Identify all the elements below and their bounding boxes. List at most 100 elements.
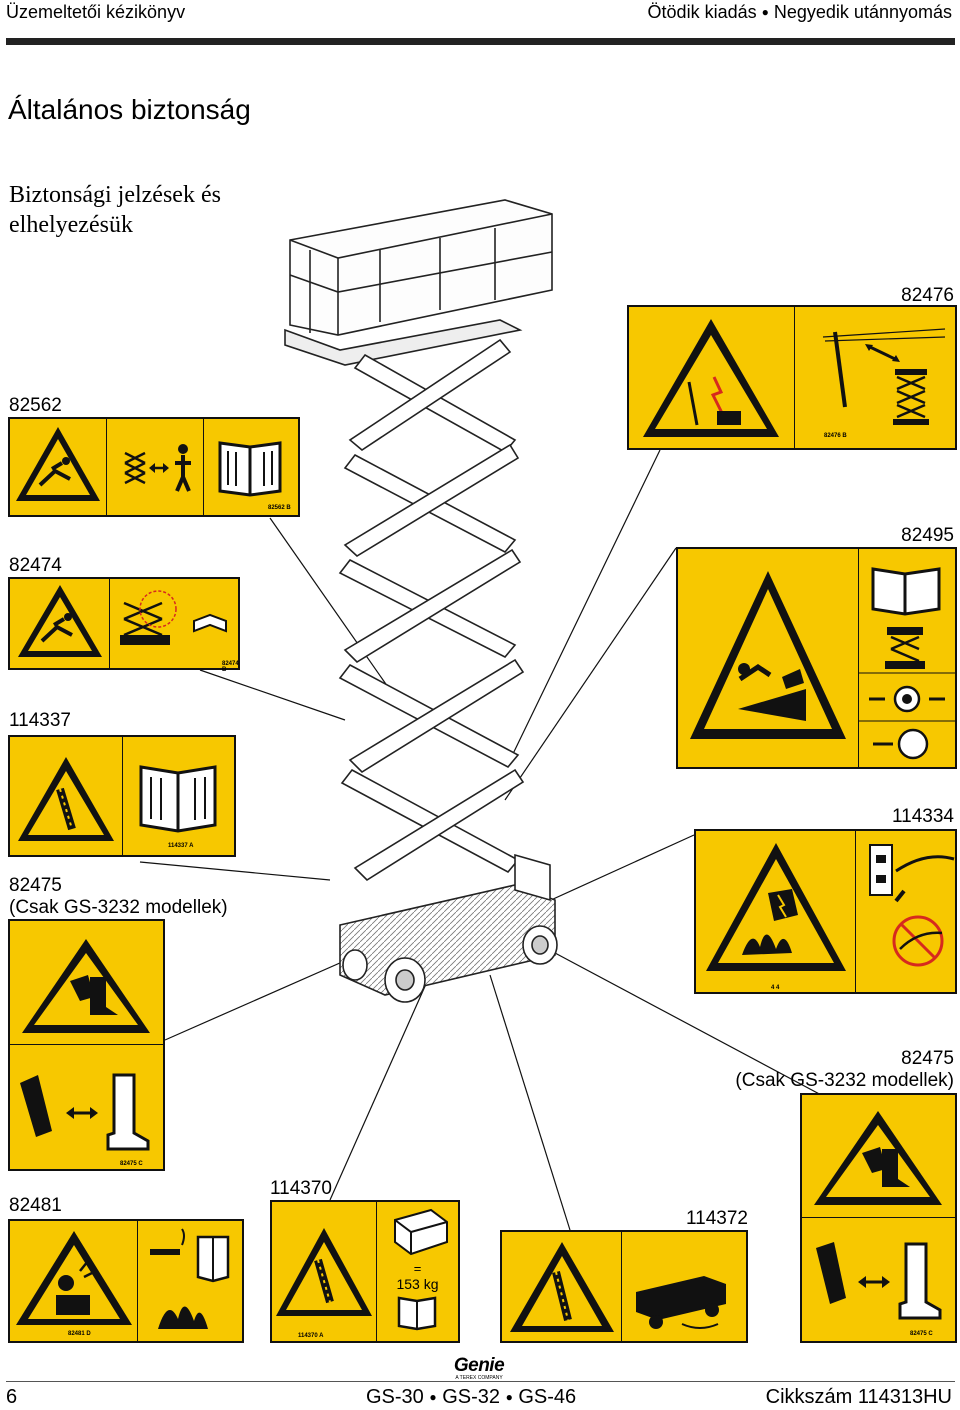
- scissor-stack: [338, 338, 525, 882]
- genie-logo-sub: A TEREX COMPANY: [455, 1375, 503, 1381]
- decal-code-114370: 114370 A: [298, 1333, 324, 1339]
- decal-114337: 114337 A: [8, 735, 236, 857]
- label-82476: 82476: [901, 285, 954, 306]
- trailer-icon: [636, 1276, 726, 1329]
- decal-82562-panel-1: [10, 419, 107, 515]
- label-114370: 114370: [270, 1178, 332, 1199]
- section-title: Általános biztonság: [8, 94, 251, 125]
- subsection-title-line2: elhelyezésük: [9, 212, 133, 238]
- model-gs32: GS-32: [442, 1386, 500, 1408]
- decal-82495-panel-2: [859, 549, 955, 767]
- footer-rule: [6, 1381, 955, 1382]
- decal-code-82562: 82562 B: [268, 505, 291, 511]
- decal-82475-right: 82475 C: [800, 1093, 957, 1343]
- decal-code-114334: 4 4: [771, 985, 780, 991]
- warning-triangle-icon: [510, 1242, 614, 1332]
- decal-114370: = 153 kg 114370 A: [270, 1200, 460, 1343]
- genie-logo-icon: Genie A TEREX COMPANY: [444, 1355, 514, 1381]
- decal-82562: 82562 B: [8, 417, 300, 517]
- decal-82475-left: 82475 C: [8, 919, 165, 1171]
- warning-triangle-icon: [643, 319, 779, 437]
- decal-114334: 4 4: [694, 829, 957, 994]
- electrocution-icon: [710, 376, 726, 418]
- power-line-icon: [822, 328, 946, 425]
- decal-114370-panel-1: [272, 1202, 377, 1341]
- label-82495: 82495: [901, 525, 954, 546]
- tip-over-icon: [690, 571, 846, 739]
- decal-82475-left-panel-2: [10, 1045, 163, 1169]
- boot-crush-icon: [20, 1073, 150, 1151]
- header-left: Üzemeltetői kézikönyv: [6, 2, 186, 22]
- manual-book-icon: [218, 441, 282, 497]
- label-82475-left-note: (Csak GS-3232 modellek): [9, 897, 228, 918]
- scissor-lift-icon: [124, 444, 191, 492]
- decal-code-114337: 114337 A: [168, 843, 194, 849]
- decal-82475-right-panel-1: [802, 1095, 955, 1218]
- bullet-icon: ●: [761, 5, 769, 19]
- decal-82476-panel-2: [795, 307, 955, 448]
- label-114372: 114372: [686, 1208, 748, 1229]
- decal-code-82481: 82481 D: [68, 1331, 91, 1337]
- weight-equals: =: [413, 1261, 422, 1276]
- decal-82481-panel-1: [10, 1221, 138, 1341]
- label-82475-right-note: (Csak GS-3232 modellek): [735, 1070, 954, 1091]
- part-number: Cikkszám 114313HU: [765, 1386, 952, 1408]
- genie-logo-text: Genie: [453, 1355, 505, 1376]
- platform: [284, 199, 553, 366]
- header-right: Ötödik kiadás ● Negyedik utánnyomás: [648, 2, 952, 23]
- label-82475-right-code: 82475: [901, 1048, 954, 1069]
- warning-triangle-icon: [276, 1228, 372, 1316]
- fall-person-icon: [18, 585, 102, 657]
- decal-82474-panel-2: [110, 579, 238, 668]
- decal-code-82474: 82474 B: [222, 661, 239, 673]
- decal-114334-panel-2: [856, 831, 955, 992]
- decal-114370-panel-2: = 153 kg: [377, 1202, 458, 1341]
- decal-82475-right-panel-2: [802, 1218, 955, 1341]
- boot-crush-icon: [22, 939, 150, 1033]
- model-gs46: GS-46: [518, 1386, 577, 1408]
- models: GS-30 ● GS-32 ● GS-46: [366, 1386, 576, 1409]
- label-114334: 114334: [892, 806, 954, 827]
- decal-82481: 82481 D: [8, 1219, 244, 1343]
- outlet-icon: [869, 844, 955, 967]
- bullet-icon: ●: [505, 1390, 513, 1404]
- label-82475-left: 82475 (Csak GS-3232 modellek): [9, 875, 228, 919]
- decal-114372: [500, 1230, 748, 1343]
- decal-82562-panel-3: [204, 419, 298, 515]
- manual-book-icon: [397, 1296, 437, 1331]
- fall-person-icon: [16, 427, 100, 501]
- scissor-lift-icon: [893, 369, 929, 425]
- decal-82495-panel-1: [678, 549, 859, 767]
- decal-code-82475-right: 82475 C: [910, 1331, 933, 1337]
- model-gs30: GS-30: [366, 1386, 424, 1408]
- chassis: [339, 853, 558, 1003]
- label-82481: 82481: [9, 1195, 62, 1216]
- manual-book-icon: [859, 567, 955, 760]
- decal-code-82476: 82476 B: [824, 433, 847, 439]
- decal-114334-panel-1: [696, 831, 856, 992]
- reprint-text: Negyedik utánnyomás: [773, 2, 952, 22]
- manual-book-icon: [139, 765, 217, 833]
- label-82474: 82474: [9, 555, 62, 576]
- decal-114337-panel-2: [123, 737, 234, 855]
- weight-value: 153 kg: [396, 1276, 439, 1292]
- fire-icon: [706, 843, 846, 971]
- decal-114372-panel-2: [622, 1232, 746, 1341]
- decal-82474: 82474 B: [8, 577, 240, 673]
- decal-82474-panel-1: [10, 579, 110, 668]
- scissor-lift-icon: [887, 627, 923, 635]
- no-smoking-icon: [150, 1228, 230, 1329]
- crate-icon: [394, 1208, 448, 1256]
- decal-82476-panel-1: [629, 307, 795, 448]
- subsection-title: Biztonsági jelzések és elhelyezésük: [9, 180, 221, 240]
- decal-82562-panel-2: [107, 419, 204, 515]
- manual-book-icon: [193, 613, 227, 633]
- decal-114337-panel-1: [10, 737, 123, 855]
- subsection-title-line1: Biztonsági jelzések és: [9, 182, 221, 208]
- battery-explosion-icon: [16, 1231, 132, 1325]
- label-82562: 82562: [9, 395, 62, 416]
- warning-triangle-icon: [18, 757, 114, 841]
- edition-text: Ötödik kiadás: [647, 2, 757, 22]
- page-number: 6: [6, 1386, 18, 1408]
